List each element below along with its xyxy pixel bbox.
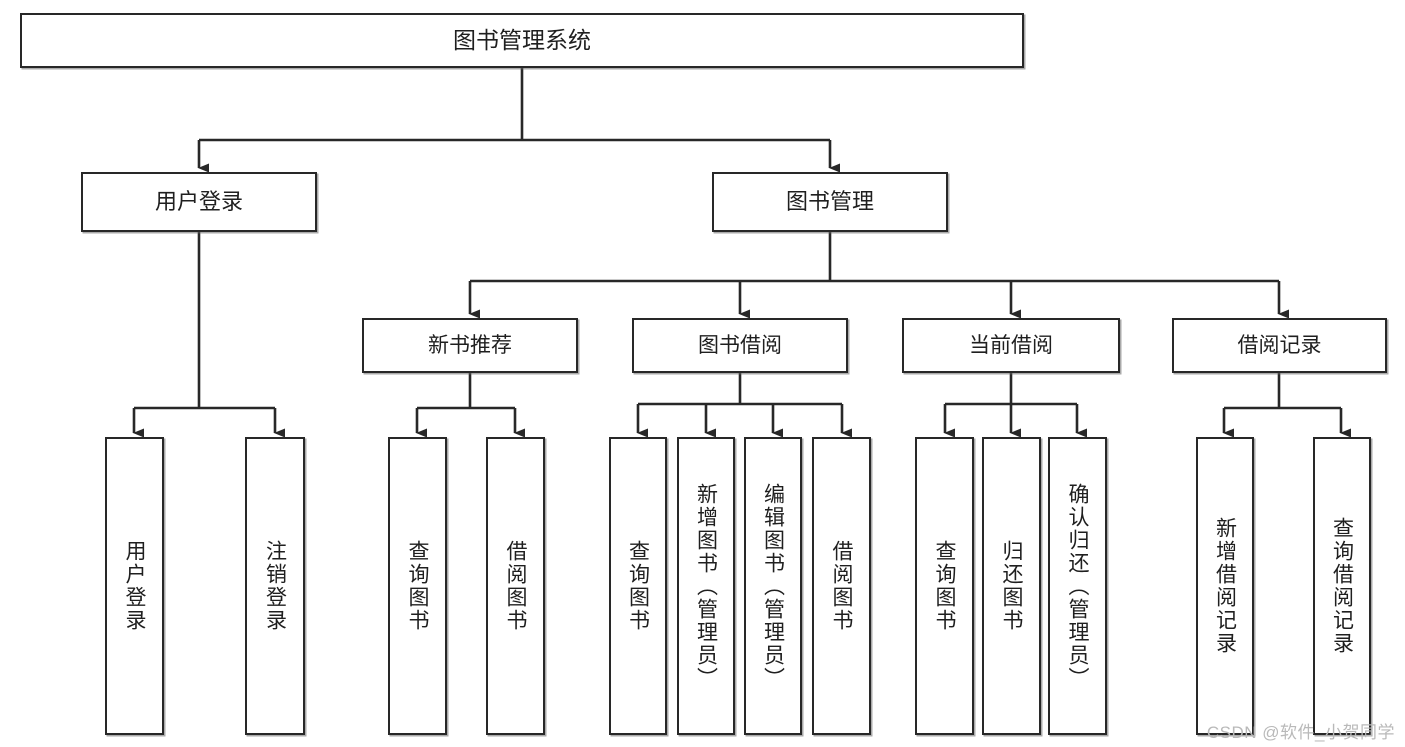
node-label: 新增图书（管理员） — [694, 482, 718, 690]
leaf-edit-book-admin[interactable]: 编辑图书（管理员） — [744, 437, 802, 735]
node-label: 查询图书 — [933, 540, 956, 632]
leaf-borrow-book-borrow[interactable]: 借阅图书 — [812, 437, 871, 735]
node-new-book-recommend[interactable]: 新书推荐 — [362, 318, 578, 373]
node-current-borrow[interactable]: 当前借阅 — [902, 318, 1120, 373]
leaf-query-book-new-recommend[interactable]: 查询图书 — [388, 437, 447, 735]
node-label: 借阅图书 — [830, 540, 853, 632]
leaf-add-book-admin[interactable]: 新增图书（管理员） — [677, 437, 735, 735]
node-label: 借阅图书 — [504, 540, 527, 632]
node-label: 图书管理 — [785, 188, 874, 214]
node-book-borrow[interactable]: 图书借阅 — [632, 318, 848, 373]
leaf-borrow-book-new-recommend[interactable]: 借阅图书 — [486, 437, 545, 735]
node-label: 当前借阅 — [969, 333, 1053, 357]
leaf-user-login[interactable]: 用户登录 — [105, 437, 164, 735]
node-label: 查询图书 — [626, 540, 650, 632]
node-label: 用户登录 — [154, 188, 243, 214]
leaf-confirm-return-admin[interactable]: 确认归还（管理员） — [1048, 437, 1107, 735]
node-user-login[interactable]: 用户登录 — [81, 172, 317, 232]
node-book-manage[interactable]: 图书管理 — [712, 172, 948, 232]
leaf-return-book[interactable]: 归还图书 — [982, 437, 1041, 735]
leaf-add-borrow-record[interactable]: 新增借阅记录 — [1196, 437, 1254, 735]
node-label: 图书管理系统 — [453, 26, 591, 53]
node-label: 归还图书 — [1000, 540, 1023, 632]
leaf-query-book-current[interactable]: 查询图书 — [915, 437, 974, 735]
node-label: 用户登录 — [123, 540, 146, 632]
node-label: 新增借阅记录 — [1213, 517, 1237, 655]
node-label: 查询图书 — [406, 540, 429, 632]
node-label: 查询借阅记录 — [1330, 517, 1354, 655]
leaf-logout-login[interactable]: 注销登录 — [245, 437, 305, 735]
node-root-system[interactable]: 图书管理系统 — [20, 13, 1024, 68]
node-label: 借阅记录 — [1237, 333, 1322, 357]
node-borrow-record[interactable]: 借阅记录 — [1172, 318, 1387, 373]
leaf-query-borrow-record[interactable]: 查询借阅记录 — [1313, 437, 1371, 735]
node-label: 图书借阅 — [698, 333, 782, 357]
node-label: 注销登录 — [263, 540, 287, 632]
node-label: 编辑图书（管理员） — [761, 482, 785, 690]
node-label: 确认归还（管理员） — [1066, 482, 1089, 690]
leaf-query-book-borrow[interactable]: 查询图书 — [609, 437, 667, 735]
node-label: 新书推荐 — [428, 333, 512, 357]
